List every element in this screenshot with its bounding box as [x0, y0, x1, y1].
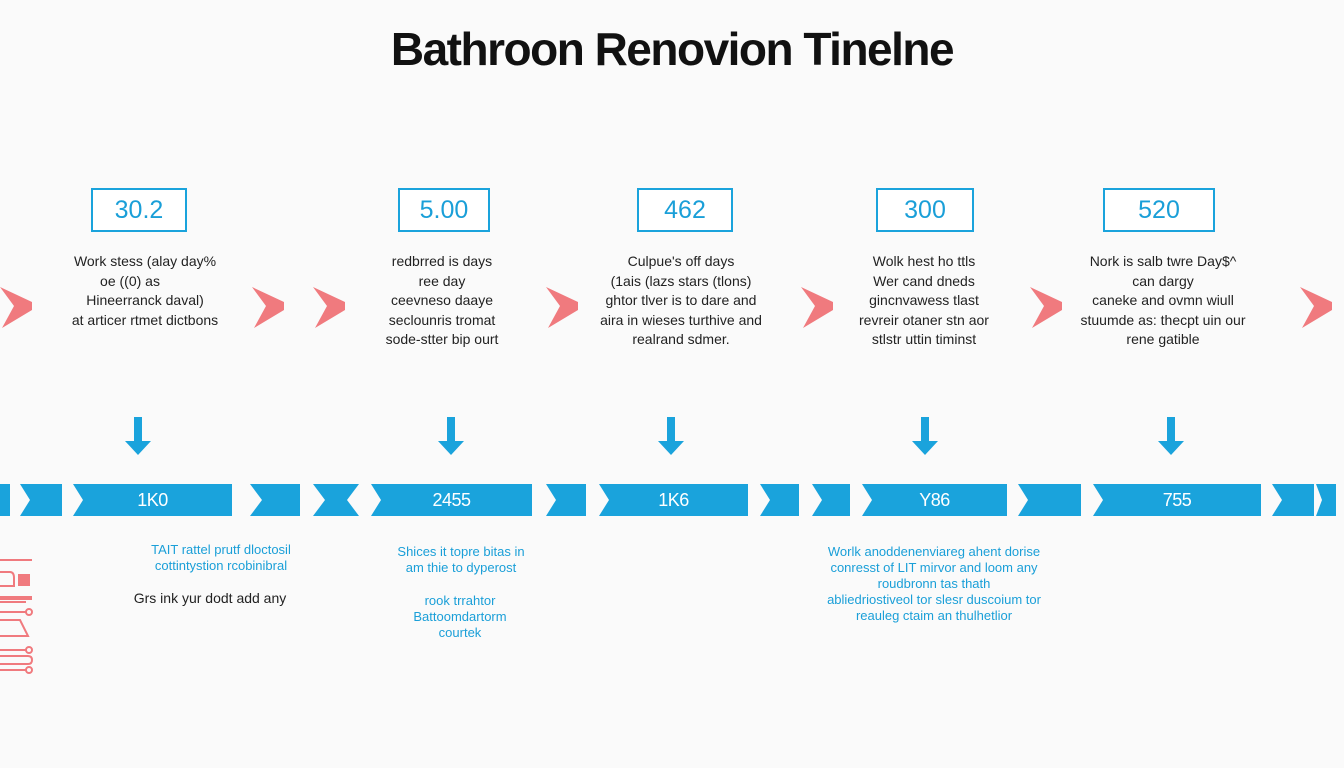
diagram-title: Bathroon Renovion Tinelne — [390, 23, 955, 75]
note-line: Shices it topre bitas in — [397, 544, 525, 559]
chevron-right-icon — [0, 284, 34, 330]
desc-line: Wer cand dneds — [873, 272, 975, 289]
desc-line: seclounris tromat — [388, 311, 496, 328]
stage-4-description: Wolk hest ho ttls Wer cand dneds gincnva… — [824, 252, 1024, 350]
desc-line: Culpue's off days — [627, 253, 735, 269]
desc-line: aira in wieses turthive and — [600, 311, 762, 328]
timeline-segment — [760, 484, 799, 516]
desc-line: stuumde as: thecpt uin our — [1080, 311, 1246, 328]
desc-line: realrand sdmer. — [632, 331, 730, 347]
chevron-right-icon — [1296, 284, 1334, 330]
timeline-segment — [0, 484, 10, 516]
note-line: TAIT rattel prutf dloctosil — [151, 542, 291, 557]
note-line: abliedriostiveol tor slesr duscoium tor — [827, 592, 1041, 607]
note-line: am thie to dyperost — [405, 560, 517, 575]
timeline-segment — [20, 484, 62, 516]
desc-line: at articer rtmet dictbons — [71, 311, 219, 328]
stage-5-value: 520 — [1103, 188, 1215, 232]
desc-line: (1ais (lazs stars (tlons) — [610, 272, 752, 289]
desc-line: ghtor tlver is to dare and — [605, 292, 757, 308]
chevron-right-icon — [1026, 284, 1064, 330]
stage-3-value: 462 — [637, 188, 733, 232]
timeline-segment — [313, 484, 359, 516]
desc-line: gincnvawess tlast — [869, 292, 979, 308]
note-line: rook trrahtor — [424, 593, 496, 608]
note-line: cottintystion rcobinibral — [154, 558, 288, 573]
segment-label: Y86 — [919, 490, 950, 510]
segment-label: 755 — [1162, 490, 1192, 510]
desc-line: Hineerranck daval) — [86, 292, 204, 308]
timeline-segment-1: 1K0 — [73, 484, 232, 516]
chevron-right-icon — [797, 284, 835, 330]
arrow-down-icon — [436, 417, 466, 457]
stage-4-value: 300 — [876, 188, 974, 232]
stage-2-value: 5.00 — [398, 188, 490, 232]
segment-label: 1K6 — [658, 490, 689, 510]
desc-line: stlstr uttin timinst — [871, 331, 977, 347]
desc-line: rene gatible — [1126, 331, 1200, 347]
note-line: Battoomdartorm — [413, 609, 507, 624]
stage-1-description: Work stess (alay day% oe ((0) as Hineerr… — [45, 252, 245, 330]
desc-line: Work stess (alay day% — [73, 253, 217, 269]
timeline-segment-5: 755 — [1093, 484, 1261, 516]
note-line: conresst of LIT mirvor and loom any — [830, 560, 1038, 575]
chevron-right-icon — [542, 284, 580, 330]
timeline-segment-2: 2455 — [371, 484, 532, 516]
note-stage-1-secondary: Grs ink yur dodt add any — [110, 590, 310, 606]
timeline-segment — [1018, 484, 1081, 516]
note-line: Grs ink yur dodt add any — [133, 590, 287, 606]
stage-5-description: Nork is salb twre Day$^ can dargy caneke… — [1063, 252, 1263, 350]
note-line: reauleg ctaim an thulhetlior — [855, 608, 1013, 623]
timeline-segment — [1272, 484, 1314, 516]
ruler-scale-icon — [0, 556, 36, 674]
note-stage-2-secondary: rook trrahtor Battoomdartorm courtek — [380, 593, 540, 641]
chevron-right-icon — [248, 284, 286, 330]
desc-line: Nork is salb twre Day$^ — [1089, 253, 1237, 269]
note-line: courtek — [438, 625, 482, 640]
note-line: Worlk anoddenenviareg ahent dorise — [827, 544, 1041, 559]
note-stage-4: Worlk anoddenenviareg ahent dorise conre… — [800, 544, 1068, 624]
desc-line: revreir otaner stn aor — [859, 311, 989, 328]
segment-label: 2455 — [432, 490, 471, 510]
desc-line: can dargy — [1132, 272, 1194, 289]
segment-label: 1K0 — [137, 490, 168, 510]
note-stage-2: Shices it topre bitas in am thie to dype… — [376, 544, 546, 576]
timeline-segment — [546, 484, 586, 516]
timeline-segment — [812, 484, 850, 516]
stage-2-description: redbrred is days ree day ceevneso daaye … — [342, 252, 542, 350]
note-line: roudbronn tas thath — [877, 576, 991, 591]
arrow-down-icon — [1156, 417, 1186, 457]
chevron-right-icon — [309, 284, 347, 330]
timeline-segment-3: 1K6 — [599, 484, 748, 516]
arrow-down-icon — [910, 417, 940, 457]
desc-line: caneke and ovmn wiull — [1092, 292, 1234, 308]
note-stage-1: TAIT rattel prutf dloctosil cottintystio… — [126, 542, 316, 574]
desc-line: ree day — [418, 272, 466, 289]
stage-3-description: Culpue's off days (1ais (lazs stars (tlo… — [581, 252, 781, 350]
arrow-down-icon — [123, 417, 153, 457]
desc-line: Wolk hest ho ttls — [872, 253, 976, 269]
stage-1-value: 30.2 — [91, 188, 187, 232]
timeline-segment — [250, 484, 300, 516]
timeline-segment-4: Y86 — [862, 484, 1007, 516]
timeline-segment — [1316, 484, 1336, 516]
desc-line: ceevneso daaye — [391, 292, 493, 308]
arrow-down-icon — [656, 417, 686, 457]
desc-line: oe ((0) as — [100, 272, 160, 289]
desc-line: sode-stter bip ourt — [385, 331, 499, 347]
desc-line: redbrred is days — [391, 253, 493, 269]
